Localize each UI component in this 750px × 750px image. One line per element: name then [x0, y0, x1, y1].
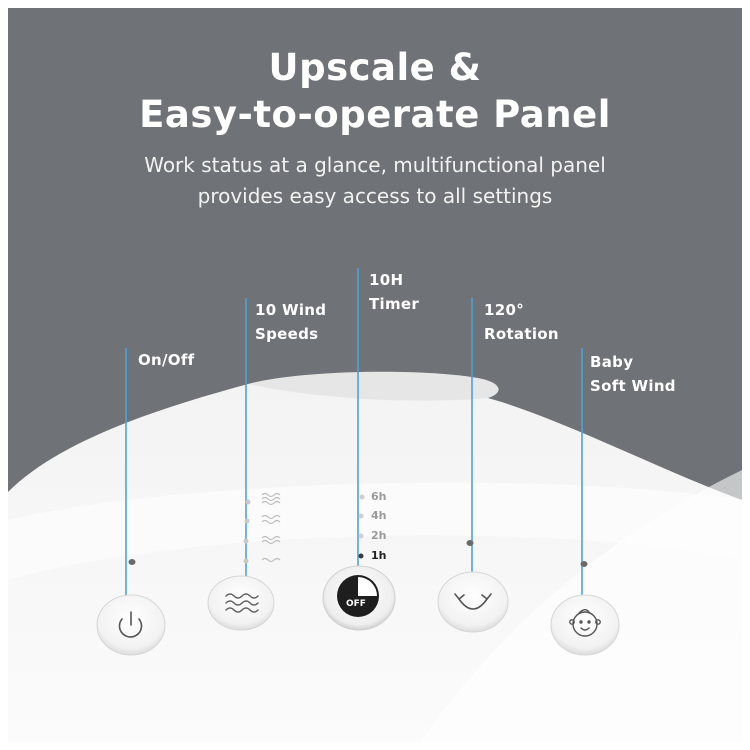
timer-option-4h: 4h: [371, 509, 387, 522]
callout-on-off: On/Off: [138, 348, 195, 372]
wind-speed-indicators: [243, 492, 281, 564]
timer-off-icon: [337, 575, 379, 617]
callout-rotation: 120° Rotation: [484, 298, 559, 346]
timer-option-6h: 6h: [371, 490, 387, 503]
callout-timer-line-1: 10H: [369, 271, 404, 289]
headline-line-2: Easy-to-operate Panel: [139, 93, 611, 136]
timer-button[interactable]: [322, 565, 396, 631]
rotation-button[interactable]: [437, 571, 509, 633]
callout-rotation-line-1: 120°: [484, 301, 525, 319]
callout-wind-speeds-line-1: 10 Wind: [255, 301, 327, 319]
subheadline-line-2: provides easy access to all settings: [197, 184, 553, 208]
rotation-arrows-icon: [454, 593, 492, 610]
wind-speed-button[interactable]: [207, 575, 275, 631]
baby-face-icon: [569, 609, 601, 637]
callout-lines: [125, 268, 583, 612]
indicator-dot-baby: [580, 561, 588, 567]
callout-wind-speeds-line-2: Speeds: [255, 325, 319, 343]
headline-line-1: Upscale &: [268, 46, 482, 89]
power-icon: [118, 611, 143, 638]
subheadline-line-1: Work status at a glance, multifunctional…: [144, 153, 606, 177]
timer-option-2h: 2h: [371, 529, 387, 542]
indicator-dot-rotation: [466, 540, 474, 546]
callout-baby-wind-line-2: Soft Wind: [590, 377, 676, 395]
callout-timer: 10H Timer: [369, 268, 419, 316]
panel-sheen: [8, 482, 742, 580]
callout-timer-line-2: Timer: [369, 295, 420, 313]
power-button[interactable]: [96, 594, 166, 656]
indicator-dot-power: [128, 559, 136, 565]
callout-baby-wind: Baby Soft Wind: [590, 350, 676, 398]
timer-indicator-dots: [358, 494, 365, 559]
callout-baby-wind-line-1: Baby: [590, 353, 634, 371]
callout-wind-speeds: 10 Wind Speeds: [255, 298, 326, 346]
timer-option-1h: 1h: [371, 549, 387, 562]
callout-rotation-line-2: Rotation: [484, 325, 559, 343]
wind-waves-icon: [225, 593, 259, 613]
indicator-dots: [128, 540, 588, 567]
baby-wind-button[interactable]: [550, 594, 620, 656]
callout-on-off-text: On/Off: [138, 351, 195, 369]
timer-off-label: OFF: [346, 599, 366, 609]
